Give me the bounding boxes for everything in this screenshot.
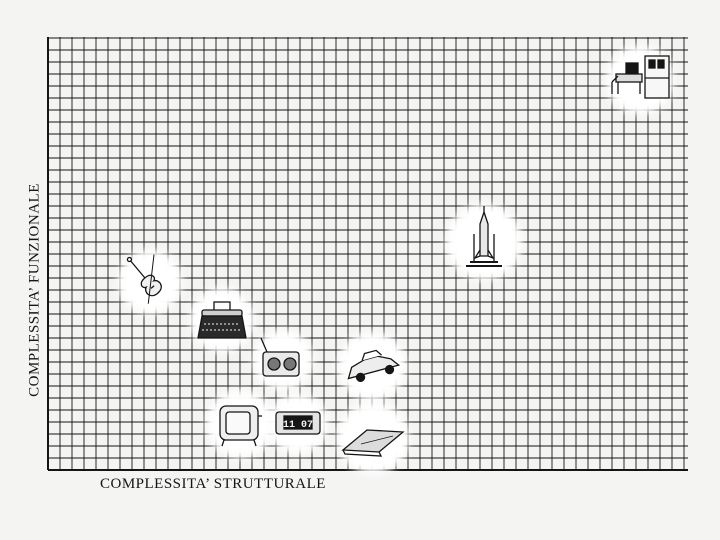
- clock-display: 11 07: [283, 420, 313, 431]
- digital-clock-icon: 11 07: [276, 412, 320, 434]
- x-axis-label: COMPLESSITA’ STRUTTURALE: [100, 476, 326, 493]
- y-axis-label: COMPLESSITA’ FUNZIONALE: [27, 183, 44, 397]
